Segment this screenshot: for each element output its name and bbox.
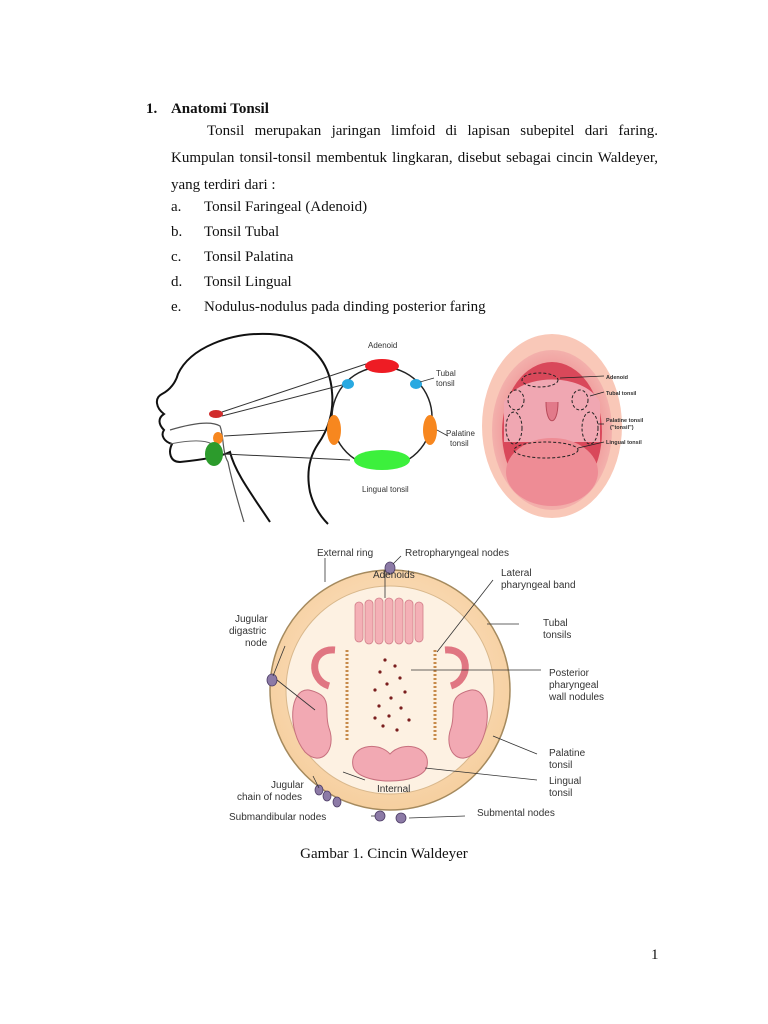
list-item: a. Tonsil Faringeal (Adenoid) bbox=[171, 195, 486, 220]
section-heading: 1. Anatomi Tonsil bbox=[146, 101, 269, 118]
tubal-arc-right bbox=[444, 646, 469, 690]
schematic-palatine-left bbox=[327, 415, 341, 445]
list-marker: b. bbox=[171, 224, 183, 240]
posterior-nodules bbox=[373, 658, 411, 732]
oral-cavity-outline bbox=[169, 440, 213, 445]
list-marker: e. bbox=[171, 299, 182, 315]
mouth-label-tubal: Tubal tonsil bbox=[606, 391, 637, 397]
figure-caption: Gambar 1. Cincin Waldeyer bbox=[300, 846, 468, 862]
connector-tubal bbox=[221, 383, 347, 417]
label-tubal-2: tonsils bbox=[543, 630, 571, 641]
label-lateral-2: pharyngeal band bbox=[501, 580, 576, 591]
label-tubal-2: tonsil bbox=[436, 379, 455, 388]
mouth-label-lingual: Lingual tonsil bbox=[606, 440, 642, 446]
head-palatine-mark bbox=[213, 432, 223, 444]
list-item-text: Tonsil Tubal bbox=[204, 224, 280, 240]
adenoid-ridges bbox=[354, 597, 424, 645]
label-tubal-1: Tubal bbox=[436, 369, 456, 378]
label-adenoid: Adenoid bbox=[368, 341, 397, 350]
schematic-palatine-right bbox=[423, 415, 437, 445]
label-jugdig-2: digastric bbox=[229, 626, 266, 637]
connector-lingual bbox=[223, 453, 351, 461]
list-item-text: Tonsil Lingual bbox=[204, 274, 292, 290]
head-adenoid-mark bbox=[209, 410, 223, 418]
palatine-left bbox=[292, 689, 332, 759]
label-posterior-1: Posterior bbox=[549, 668, 590, 679]
tongue bbox=[506, 438, 598, 506]
label-retropharyngeal: Retropharyngeal nodes bbox=[405, 548, 509, 559]
dashed-palatine-left bbox=[505, 411, 523, 445]
label-palatine-2: tonsil bbox=[549, 760, 572, 771]
label-palatine-2: tonsil bbox=[450, 439, 469, 448]
label-adenoids: Adenoids bbox=[373, 570, 415, 581]
label-internal: Internal bbox=[377, 784, 410, 795]
schematic-tubal-left bbox=[342, 379, 354, 389]
open-mouth-figure: Adenoid Tubal tonsil Palatine tonsil ("t… bbox=[482, 334, 644, 518]
list-marker: c. bbox=[171, 249, 182, 265]
head-lingual-mark bbox=[205, 442, 223, 466]
list-item-text: Nodulus-nodulus pada dinding posterior f… bbox=[204, 299, 486, 315]
head-profile-outline bbox=[156, 332, 334, 525]
lymph-nodes bbox=[266, 561, 407, 824]
section-number: 1. bbox=[146, 101, 158, 117]
mouth-label-palatine-1: Palatine tonsil bbox=[606, 418, 644, 424]
label-lingual-1: Lingual bbox=[549, 776, 581, 787]
airway-outline bbox=[169, 422, 245, 523]
label-lateral-1: Lateral bbox=[501, 568, 532, 579]
label-posterior-2: pharyngeal bbox=[549, 680, 598, 691]
tubal-arc-left bbox=[311, 646, 336, 690]
connector-palatine bbox=[223, 429, 331, 437]
label-external-ring: External ring bbox=[317, 548, 373, 559]
label-submandibular: Submandibular nodes bbox=[229, 812, 326, 823]
dashed-palatine-right bbox=[581, 411, 599, 445]
label-posterior-3: wall nodules bbox=[548, 692, 604, 703]
label-jugchain-1: Jugular bbox=[271, 780, 304, 791]
list-item: b. Tonsil Tubal bbox=[171, 220, 486, 245]
mouth-label-palatine-2: ("tonsil") bbox=[610, 425, 634, 431]
tonsil-list: a. Tonsil Faringeal (Adenoid) b. Tonsil Tu… bbox=[171, 195, 486, 320]
dashed-adenoid bbox=[521, 372, 559, 388]
label-jugchain-2: chain of nodes bbox=[237, 792, 302, 803]
list-item-text: Tonsil Palatina bbox=[204, 249, 294, 265]
page-number: 1 bbox=[651, 947, 659, 963]
label-lingual-2: tonsil bbox=[549, 788, 572, 799]
label-jugdig-3: node bbox=[245, 638, 268, 649]
label-palatine-1: Palatine bbox=[549, 748, 586, 759]
connector-adenoid bbox=[221, 363, 367, 413]
schematic-adenoid bbox=[365, 359, 399, 373]
paragraph-text: Tonsil merupakan jaringan limfoid di lap… bbox=[171, 123, 658, 193]
dashed-lingual bbox=[513, 441, 579, 459]
list-item-text: Tonsil Faringeal (Adenoid) bbox=[204, 199, 368, 215]
label-submental: Submental nodes bbox=[477, 808, 555, 819]
intro-paragraph: Tonsil merupakan jaringan limfoid di lap… bbox=[171, 118, 658, 199]
waldeyer-ring-figure: External ring Retropharyngeal nodes Aden… bbox=[229, 548, 604, 824]
dashed-tubal-left bbox=[507, 389, 525, 411]
head-ring-figure: Adenoid Tubal tonsil Palatine tonsil Lin… bbox=[156, 332, 475, 525]
uvula bbox=[545, 401, 559, 422]
palatine-right bbox=[448, 689, 488, 759]
section-title: Anatomi Tonsil bbox=[170, 101, 269, 117]
list-item: c. Tonsil Palatina bbox=[171, 245, 486, 270]
inner-ring bbox=[285, 585, 495, 795]
label-tubal-1: Tubal bbox=[543, 618, 568, 629]
schematic-lingual bbox=[354, 450, 410, 470]
schematic-tubal-right bbox=[410, 379, 422, 389]
list-item: d. Tonsil Lingual bbox=[171, 270, 486, 295]
lingual-tonsil bbox=[352, 745, 428, 782]
list-item: e. Nodulus-nodulus pada dinding posterior… bbox=[171, 295, 486, 320]
mouth-label-adenoid: Adenoid bbox=[606, 375, 628, 381]
dashed-tubal-right bbox=[571, 389, 589, 411]
label-palatine-1: Palatine bbox=[446, 429, 475, 438]
label-lingual: Lingual tonsil bbox=[362, 485, 409, 494]
label-jugdig-1: Jugular bbox=[235, 614, 268, 625]
list-marker: d. bbox=[171, 274, 183, 290]
list-marker: a. bbox=[171, 199, 182, 215]
